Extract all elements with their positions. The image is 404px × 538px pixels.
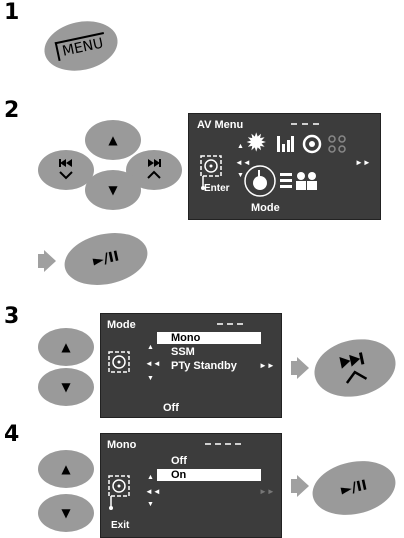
up-button-step4[interactable]: ▲ bbox=[38, 450, 94, 488]
down-arrow-icon: ▼ bbox=[108, 183, 118, 197]
play-pause-label: ►/II bbox=[91, 248, 121, 270]
mode-status: Off bbox=[163, 402, 179, 414]
small-down-icon: ▼ bbox=[147, 501, 154, 508]
signal-indicator bbox=[217, 323, 243, 325]
down-button[interactable]: ▼ bbox=[85, 170, 141, 210]
small-down-icon: ▼ bbox=[147, 375, 154, 382]
small-next-icon: ►► bbox=[355, 158, 371, 167]
next-button-step3[interactable] bbox=[309, 332, 401, 404]
step-number-1: 1 bbox=[4, 0, 20, 25]
up-button-step3[interactable]: ▲ bbox=[38, 328, 94, 366]
mode-screen-title: Mode bbox=[107, 319, 136, 331]
av-menu-title: AV Menu bbox=[197, 119, 244, 131]
play-pause-label: ►/II bbox=[339, 477, 369, 499]
small-next-icon-disabled: ►► bbox=[259, 487, 275, 496]
flow-arrow-icon bbox=[297, 475, 309, 497]
menu-button[interactable]: MENU bbox=[39, 14, 123, 78]
prev-down-icon bbox=[59, 159, 73, 180]
signal-indicator bbox=[205, 443, 241, 445]
connection-icon bbox=[328, 135, 346, 153]
enter-label: Enter bbox=[204, 183, 230, 194]
flow-arrow-icon bbox=[44, 250, 56, 272]
up-arrow-icon: ▲ bbox=[61, 340, 71, 354]
small-next-icon: ►► bbox=[259, 361, 275, 370]
up-arrow-icon: ▲ bbox=[61, 462, 71, 476]
next-up-icon bbox=[147, 159, 161, 179]
mode-option-pty-standby[interactable]: PTy Standby bbox=[171, 360, 237, 372]
small-prev-icon: ◄◄ bbox=[235, 158, 251, 167]
up-arrow-icon: ▲ bbox=[108, 133, 118, 147]
control-dial-icon bbox=[108, 475, 130, 510]
exit-label: Exit bbox=[111, 520, 130, 531]
mode-option-ssm[interactable]: SSM bbox=[171, 346, 195, 358]
down-button-step3[interactable]: ▼ bbox=[38, 368, 94, 406]
small-prev-icon: ◄◄ bbox=[145, 359, 161, 368]
gear-icon: ✹ bbox=[247, 130, 266, 155]
mode-label: Mode bbox=[251, 202, 280, 214]
control-dial-icon bbox=[108, 351, 130, 373]
small-prev-icon: ◄◄ bbox=[145, 487, 161, 496]
control-dial-icon bbox=[200, 155, 222, 190]
step-number-4: 4 bbox=[4, 422, 20, 447]
equalizer-icon bbox=[277, 136, 294, 152]
mono-screen: Mono Exit ▲ ◄◄ ▼ ►► Off On bbox=[100, 433, 282, 538]
flow-arrow-tail bbox=[291, 479, 297, 493]
next-button[interactable] bbox=[126, 150, 182, 190]
flow-arrow-tail bbox=[291, 361, 297, 375]
play-pause-button[interactable]: ►/II bbox=[59, 225, 153, 293]
small-up-icon: ▲ bbox=[147, 474, 154, 481]
flow-arrow-tail bbox=[38, 254, 44, 268]
play-pause-button-step4[interactable]: ►/II bbox=[307, 453, 401, 523]
down-arrow-icon: ▼ bbox=[61, 506, 71, 520]
small-up-icon: ▲ bbox=[237, 143, 244, 150]
small-up-icon: ▲ bbox=[147, 344, 154, 351]
mono-option-off[interactable]: Off bbox=[171, 455, 187, 467]
group-icon bbox=[296, 172, 317, 190]
mode-icon bbox=[244, 165, 276, 197]
up-button[interactable]: ▲ bbox=[85, 120, 141, 160]
disc-icon bbox=[302, 134, 322, 154]
av-menu-screen: AV Menu Enter ▲ ◄◄ ▼ ►► ✹ bbox=[188, 113, 381, 220]
signal-indicator bbox=[291, 123, 319, 125]
next-up-icon bbox=[339, 352, 368, 384]
mode-screen: Mode ▲ ◄◄ ▼ ►► Mono SSM PTy Standby Off bbox=[100, 313, 282, 418]
small-down-icon: ▼ bbox=[237, 172, 244, 179]
down-arrow-icon: ▼ bbox=[61, 380, 71, 394]
mono-option-selected[interactable]: On bbox=[157, 469, 261, 481]
down-button-step4[interactable]: ▼ bbox=[38, 494, 94, 532]
menu-button-label: MENU bbox=[54, 31, 108, 61]
list-icon bbox=[280, 173, 292, 188]
mode-option-selected[interactable]: Mono bbox=[157, 332, 261, 344]
mono-screen-title: Mono bbox=[107, 439, 137, 451]
step-number-3: 3 bbox=[4, 304, 20, 329]
prev-button[interactable] bbox=[38, 150, 94, 190]
step-number-2: 2 bbox=[4, 98, 20, 123]
flow-arrow-icon bbox=[297, 357, 309, 379]
